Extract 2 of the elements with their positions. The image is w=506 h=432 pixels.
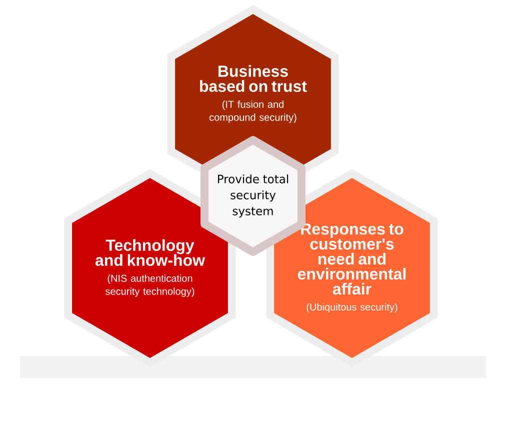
node-label: (NIS authentication security technology) — [106, 274, 194, 297]
node-label: (Ubiquitous security) — [306, 303, 398, 313]
